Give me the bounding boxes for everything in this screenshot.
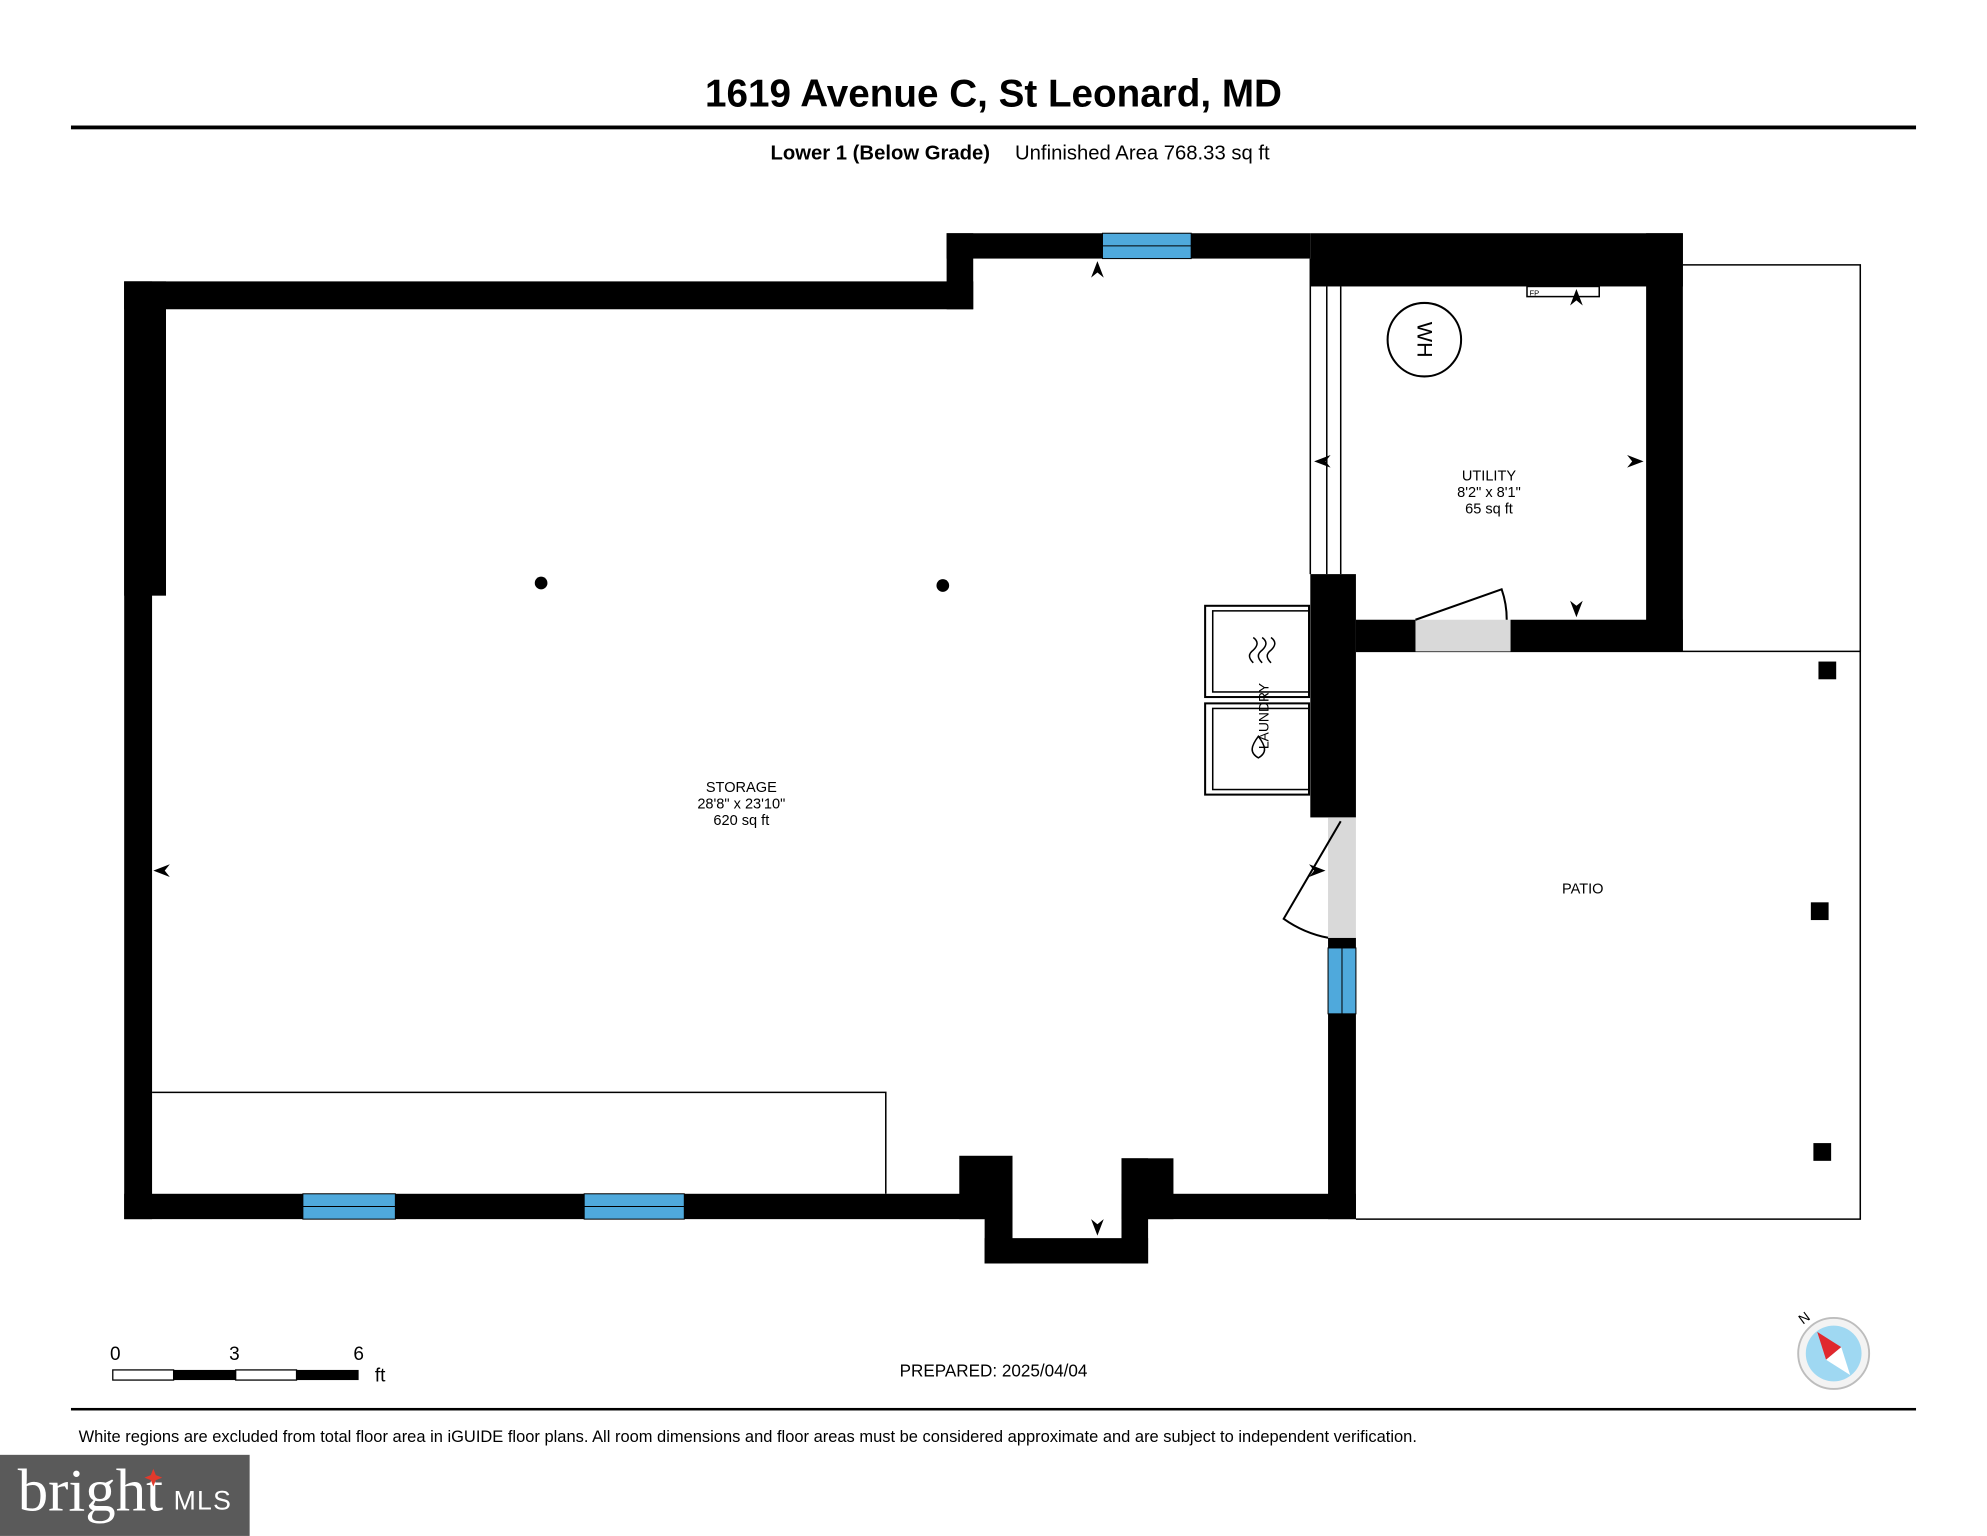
logo-background bbox=[0, 1454, 250, 1536]
arrow-marker-icon bbox=[1314, 454, 1331, 468]
windows bbox=[302, 232, 1357, 1220]
compass-icon: N bbox=[1795, 1308, 1871, 1390]
prepared-date: PREPARED: 2025/04/04 bbox=[900, 1361, 1088, 1380]
room-area: 65 sq ft bbox=[1465, 501, 1513, 517]
room-label-storage: STORAGE 28'8" x 23'10" 620 sq ft bbox=[697, 780, 785, 829]
laundry-label: LAUNDRY bbox=[1255, 683, 1271, 749]
storage-inner-line bbox=[152, 1091, 887, 1194]
post-square-icon bbox=[1813, 1143, 1832, 1161]
bright-mls-logo: bright MLS bbox=[0, 1454, 250, 1536]
arrow-marker-icon bbox=[1627, 454, 1644, 468]
wall-segment bbox=[124, 281, 974, 310]
scale-segment bbox=[112, 1369, 175, 1381]
scale-bar: 0 3 6 ft bbox=[110, 1344, 386, 1387]
room-name: UTILITY bbox=[1462, 468, 1516, 484]
floor-name: Lower 1 (Below Grade) bbox=[770, 143, 990, 165]
fp-panel bbox=[1526, 285, 1600, 298]
washer-drop-icon bbox=[1251, 735, 1266, 759]
patio-outline bbox=[1355, 650, 1862, 1220]
wall-segment bbox=[124, 281, 153, 1220]
header-rule bbox=[70, 125, 1917, 130]
logo-brand: bright bbox=[18, 1458, 163, 1525]
arrow-marker-icon bbox=[1570, 600, 1583, 618]
wall-segment bbox=[1646, 233, 1683, 652]
dryer-heat-icon bbox=[1248, 636, 1276, 664]
wall-segment bbox=[984, 1238, 1149, 1264]
wall-segment bbox=[1310, 233, 1683, 287]
wall-segment bbox=[1328, 1013, 1356, 1220]
exterior-outline bbox=[1682, 264, 1862, 652]
door-swing bbox=[1282, 820, 1342, 939]
footer-rule bbox=[70, 1407, 1917, 1411]
scale-segment bbox=[173, 1369, 236, 1381]
column-dot-icon bbox=[936, 579, 950, 592]
area-summary: Unfinished Area 768.33 sq ft bbox=[1015, 143, 1270, 165]
scale-segment bbox=[235, 1369, 298, 1381]
scale-tick-label: 0 bbox=[110, 1344, 121, 1365]
wall-segment bbox=[1510, 619, 1683, 652]
arrow-marker-icon bbox=[1091, 1219, 1104, 1236]
floor-plan: LAUNDRY WH FP STORAGE 28'8" x 23'10" 620… bbox=[124, 232, 1862, 1264]
arrow-marker-icon bbox=[153, 864, 170, 877]
post-square-icon bbox=[1810, 902, 1829, 921]
compass-needle-north bbox=[1817, 1331, 1842, 1360]
washer-inner bbox=[1211, 707, 1310, 791]
wall-segment bbox=[124, 1193, 985, 1220]
page-title: 1619 Avenue C, St Leonard, MD bbox=[705, 73, 1282, 116]
door-opening bbox=[1415, 619, 1511, 652]
room-label-utility: UTILITY 8'2" x 8'1" 65 sq ft bbox=[1457, 468, 1521, 517]
post-square-icon bbox=[1818, 661, 1837, 680]
water-heater-label: WH bbox=[1412, 322, 1436, 358]
scale-tick-label: 6 bbox=[353, 1344, 364, 1365]
room-name: STORAGE bbox=[706, 780, 777, 796]
walls bbox=[124, 233, 1683, 1264]
arrow-marker-icon bbox=[1091, 261, 1104, 278]
column-dot-icon bbox=[534, 576, 548, 590]
room-label-patio: PATIO bbox=[1562, 881, 1604, 897]
disclaimer: White regions are excluded from total fl… bbox=[79, 1428, 1417, 1446]
logo-spark-icon bbox=[144, 1468, 163, 1487]
room-dimensions: 28'8" x 23'10" bbox=[697, 797, 785, 813]
arrow-marker-icon bbox=[1570, 288, 1583, 306]
dryer-inner bbox=[1211, 610, 1310, 693]
door-swing bbox=[1415, 588, 1508, 621]
scale-tick-label: 3 bbox=[229, 1344, 240, 1365]
view-markers bbox=[153, 261, 1644, 1236]
wall-segment bbox=[1355, 619, 1416, 652]
wall-segment bbox=[1328, 937, 1356, 948]
room-area: 620 sq ft bbox=[713, 813, 769, 829]
wall-segment bbox=[1121, 1193, 1356, 1220]
wall-segment bbox=[1310, 574, 1356, 818]
water-heater-icon bbox=[1386, 301, 1463, 378]
laundry-area: LAUNDRY bbox=[1204, 604, 1311, 796]
room-dimensions: 8'2" x 8'1" bbox=[1457, 485, 1521, 501]
fp-label: FP bbox=[1530, 288, 1540, 297]
door-opening bbox=[1328, 817, 1356, 938]
scale-segment bbox=[296, 1369, 359, 1381]
compass-needle-south bbox=[1826, 1347, 1851, 1375]
logo-suffix: MLS bbox=[174, 1485, 233, 1515]
compass-north-label: N bbox=[1795, 1308, 1813, 1327]
scale-unit: ft bbox=[375, 1365, 386, 1386]
arrow-marker-icon bbox=[1309, 864, 1326, 877]
